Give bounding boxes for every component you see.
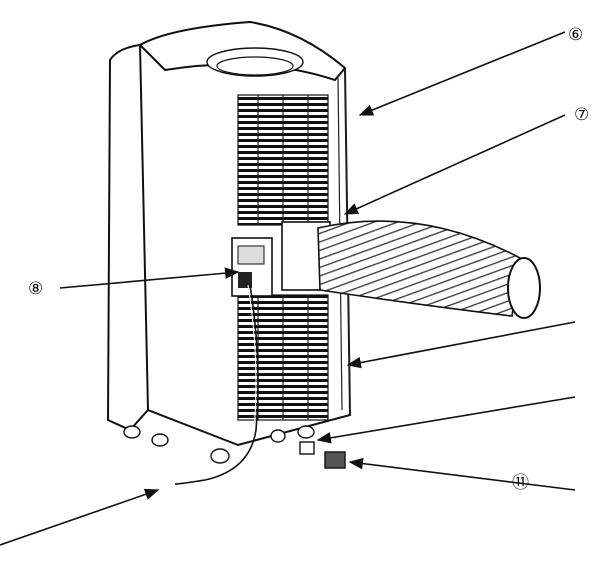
- drain-outlets: [270, 425, 346, 469]
- arrow-10: [316, 396, 576, 444]
- arrow-12: [0, 488, 160, 546]
- callout-6: ⑥: [568, 25, 583, 45]
- callout-11: ⑪: [512, 473, 529, 493]
- arrow-9: [346, 321, 576, 369]
- hose-end: [507, 257, 541, 319]
- casters: [123, 425, 230, 464]
- callout-8: ⑧: [28, 279, 43, 299]
- arrow-8: [59, 267, 240, 289]
- callout-7: ⑦: [574, 105, 589, 125]
- arrow-6: [358, 31, 566, 116]
- arrow-7: [343, 114, 566, 215]
- arrow-11: [348, 457, 576, 491]
- power-cord: [174, 284, 259, 485]
